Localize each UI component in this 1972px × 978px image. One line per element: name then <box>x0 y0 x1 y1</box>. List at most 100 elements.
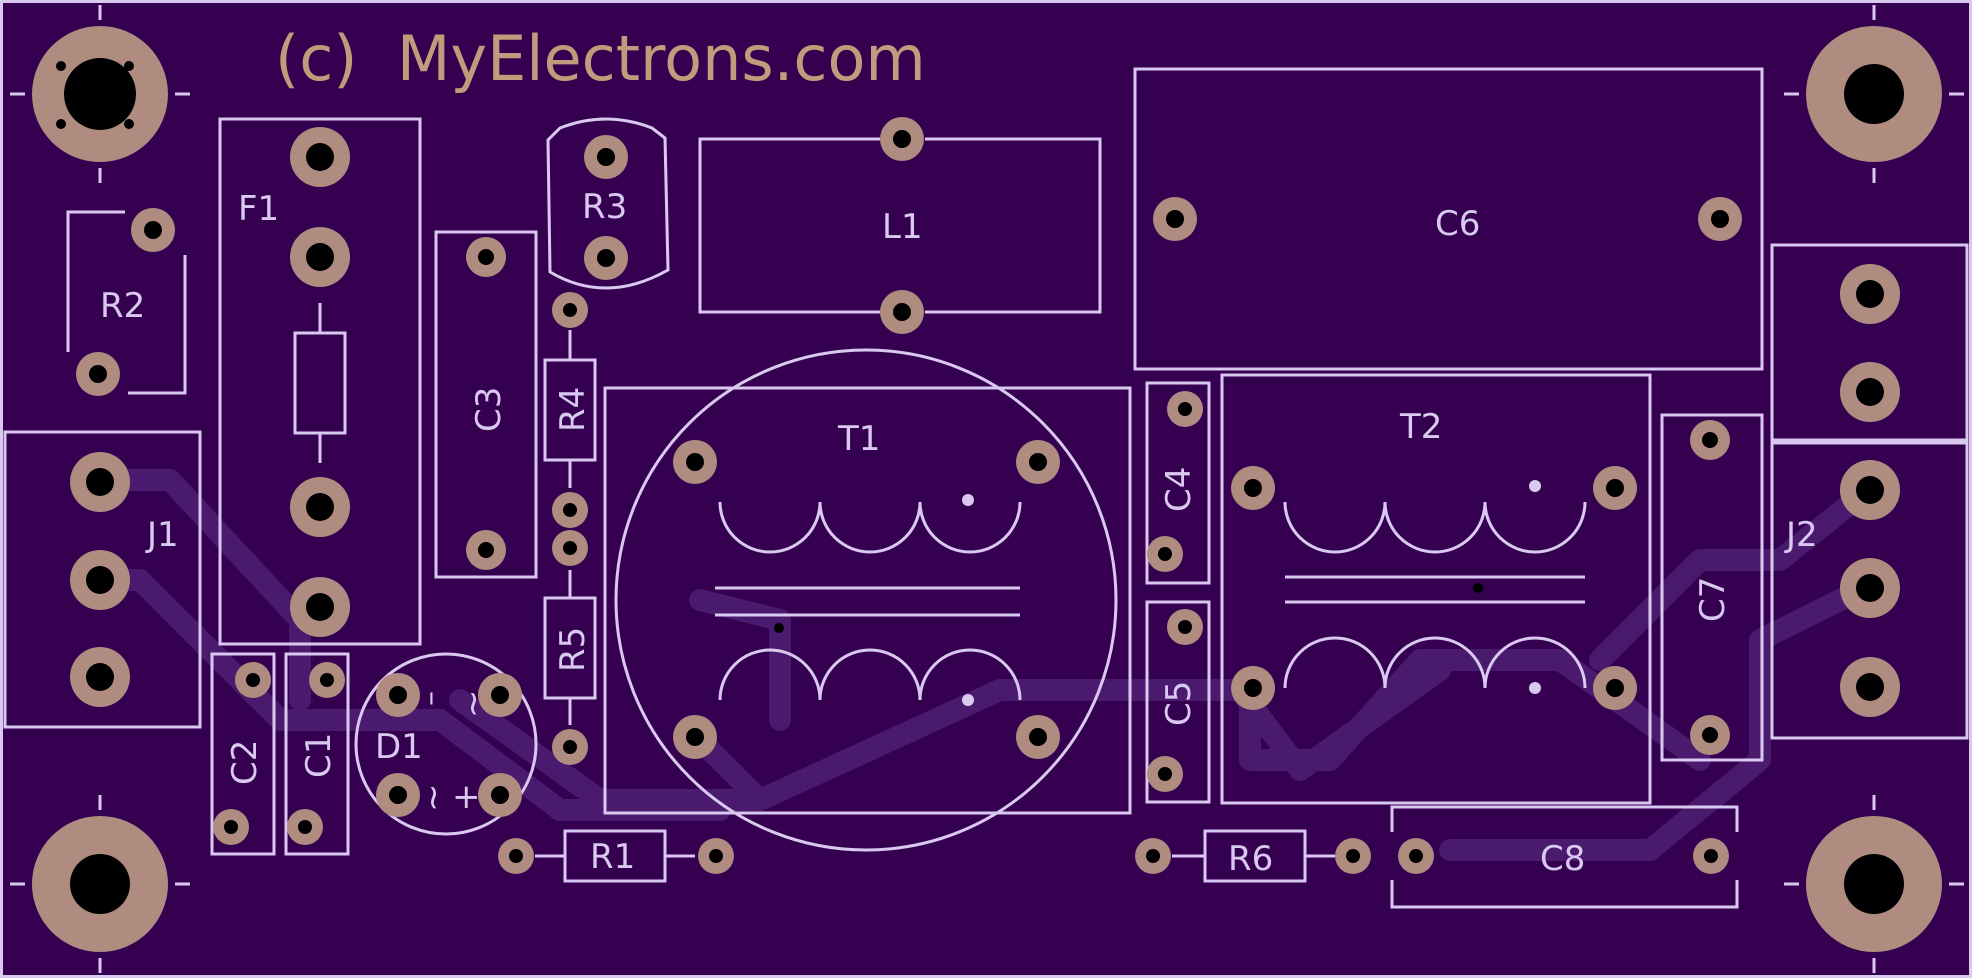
pad <box>698 838 734 874</box>
pad <box>376 773 420 817</box>
pad <box>309 662 345 698</box>
label-j1: J1 <box>145 515 179 555</box>
pad <box>1167 609 1203 645</box>
label-c1: C1 <box>299 733 339 778</box>
label-f1: F1 <box>238 189 279 229</box>
pad <box>1698 197 1742 241</box>
mounting-hole-top-left <box>10 5 190 183</box>
pad <box>466 530 506 570</box>
label-t2: T2 <box>1399 407 1442 447</box>
r4-outline <box>543 330 597 488</box>
label-d1: D1 <box>375 727 423 767</box>
pad <box>466 237 506 277</box>
brand-text: (c) MyElectrons.com <box>275 22 926 95</box>
j1-outline <box>3 430 202 729</box>
d1-plus-mark: + <box>452 777 481 817</box>
mounting-hole-bottom-right <box>1784 795 1964 973</box>
pad <box>552 530 588 566</box>
pad <box>552 729 588 765</box>
c2-outline <box>210 652 276 856</box>
t2-windings <box>1283 501 1587 689</box>
c8-outline <box>1390 805 1739 909</box>
t1-outline <box>603 386 1132 815</box>
pad <box>1167 391 1203 427</box>
label-c3: C3 <box>469 387 509 432</box>
c5-outline <box>1145 600 1211 804</box>
pad <box>1147 756 1183 792</box>
t1-windings <box>715 501 1022 701</box>
pad <box>1840 264 1900 324</box>
pad <box>70 647 130 707</box>
pad <box>70 452 130 512</box>
mounting-hole-bottom-left <box>10 795 190 973</box>
pad <box>290 127 350 187</box>
pad <box>1231 466 1275 510</box>
label-c8: C8 <box>1540 839 1585 879</box>
pad <box>290 477 350 537</box>
pad <box>1135 838 1171 874</box>
c3-outline <box>434 230 538 579</box>
t1-core-circle <box>614 348 1118 852</box>
pad <box>1398 838 1434 874</box>
label-r4: R4 <box>553 387 593 432</box>
pad <box>290 227 350 287</box>
label-c6: C6 <box>1435 204 1480 244</box>
d1-outline <box>354 652 538 836</box>
j2-outline-lower <box>1770 441 1969 740</box>
r5-outline <box>543 570 597 725</box>
pad <box>376 673 420 717</box>
pad <box>213 809 249 845</box>
label-c2: C2 <box>225 740 265 785</box>
c7-outline <box>1660 413 1764 762</box>
c4-outline <box>1145 381 1211 585</box>
pad <box>76 352 120 396</box>
pad <box>1016 440 1060 484</box>
pad <box>1593 466 1637 510</box>
pad <box>552 292 588 328</box>
r6-outline <box>1172 829 1335 883</box>
label-l1: L1 <box>882 207 923 247</box>
pad <box>1690 420 1730 460</box>
pad <box>1690 715 1730 755</box>
d1-ac-mark-bottom: ~ <box>413 784 453 813</box>
pad <box>880 290 924 334</box>
pad <box>673 715 717 759</box>
label-c7: C7 <box>1693 577 1733 622</box>
d1-minus-mark: – <box>413 691 448 706</box>
label-r5: R5 <box>553 627 593 672</box>
d1-ac-mark-top: ~ <box>453 690 493 719</box>
label-t1: T1 <box>837 419 880 459</box>
pad <box>1147 536 1183 572</box>
pad <box>1840 657 1900 717</box>
t2-outline <box>1220 373 1652 805</box>
label-j2: J2 <box>1784 515 1818 555</box>
pad <box>1840 362 1900 422</box>
pad <box>1693 838 1729 874</box>
label-r1: R1 <box>590 837 635 877</box>
label-r2: R2 <box>100 286 145 326</box>
pad <box>584 135 628 179</box>
label-r6: R6 <box>1228 839 1273 879</box>
pad <box>1840 460 1900 520</box>
l1-outline <box>698 137 1102 314</box>
pad <box>290 577 350 637</box>
pad <box>498 838 534 874</box>
pad <box>673 440 717 484</box>
pad <box>287 809 323 845</box>
f1-outline <box>218 117 422 646</box>
c1-outline <box>284 652 350 856</box>
pad <box>584 236 628 280</box>
pad <box>1593 666 1637 710</box>
pad <box>131 208 175 252</box>
label-c5: C5 <box>1159 681 1199 726</box>
r1-outline <box>535 829 695 883</box>
pad <box>1231 666 1275 710</box>
pad <box>1016 715 1060 759</box>
r2-outline <box>66 210 187 395</box>
pad <box>478 673 522 717</box>
label-r3: R3 <box>582 187 627 227</box>
polarity-dots <box>962 480 1541 706</box>
pad <box>1840 558 1900 618</box>
